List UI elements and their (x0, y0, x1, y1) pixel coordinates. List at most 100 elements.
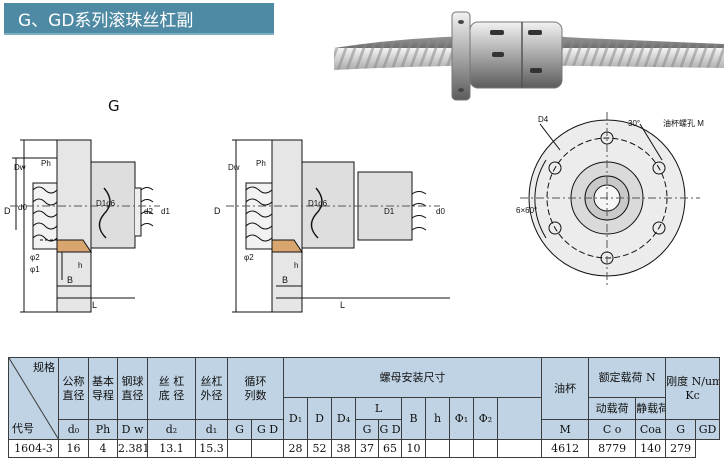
cell-d1: 15.3 (195, 439, 228, 458)
cell-ph: 4 (88, 439, 118, 458)
header-stiffness-line1: 刚度 N/um (666, 374, 720, 388)
header-kc-g: G (665, 419, 697, 440)
cell-oil-m (496, 439, 543, 458)
header-dw-sym: D w (117, 419, 148, 440)
label-d1g6: D1g6 (96, 199, 116, 208)
label-b-2: B (282, 275, 288, 285)
label-dw: Dw (14, 163, 26, 172)
section-label-g: G (108, 97, 120, 115)
header-circ-g: G (227, 419, 252, 440)
header-code: 代号 (12, 422, 34, 435)
label-dw-2: Dw (228, 163, 240, 172)
label-angle-30: 30° (628, 119, 640, 128)
header-d0-sym: d₀ (58, 419, 89, 440)
label-angle-6x60: 6×60° (516, 206, 537, 215)
label-d0-2: d0 (436, 207, 445, 216)
label-phi1: φ1 (30, 265, 40, 274)
header-d2-line1: 丝 杠 (158, 374, 185, 388)
cell-d0: 16 (58, 439, 89, 458)
header-circuits-line2: 列数 (244, 388, 267, 402)
header-stiffness-line2: Kc (685, 388, 700, 402)
header-dw-line1: 钢球 (121, 374, 144, 388)
header-corner: 规格 代号 (8, 357, 59, 440)
header-kc-gd: GD (695, 419, 720, 440)
header-d1-sym: d₁ (195, 419, 228, 440)
header-nut-d: D (307, 397, 332, 440)
header-d1-line1: 丝杠 (200, 374, 223, 388)
header-static-load: 静载荷 (635, 397, 667, 420)
cell-b: 10 (401, 439, 426, 458)
cell-co: 4612 (541, 439, 590, 458)
table-row: 1604-3 16 4 2.381 13.1 15.3 28 52 38 37 … (8, 439, 720, 458)
label-phi2-2: φ2 (244, 253, 254, 262)
header-d1: 丝杠外径 (195, 357, 228, 420)
header-d0-line2: 直径 (62, 388, 85, 402)
cell-coa: 8779 (588, 439, 637, 458)
header-ph-sym: Ph (88, 419, 118, 440)
header-nut-b: B (401, 397, 426, 440)
label-d-2: D (214, 206, 221, 216)
label-b: B (67, 275, 73, 285)
technical-drawings: Dw Ph D d0 D1g6 d2 d1 φ2 φ1 h B L Dw Ph … (4, 112, 704, 313)
cell-dw: 2.381 (117, 439, 148, 458)
label-d0: d0 (18, 203, 27, 212)
header-nut-spacer (496, 397, 543, 440)
header-nut-phi1: Φ₁ (449, 397, 474, 440)
cell-phi2 (473, 439, 498, 458)
header-d0: 公称直径 (58, 357, 89, 420)
label-h: h (78, 261, 82, 270)
cell-kc-gd: 279 (665, 439, 697, 458)
cell-circ-gd (251, 439, 284, 458)
label-d2: d2 (144, 207, 153, 216)
header-nut-phi2: Φ₂ (473, 397, 498, 440)
label-l: L (92, 300, 97, 310)
cell-kc-g: 140 (635, 439, 667, 458)
header-ph: 基本导程 (88, 357, 118, 420)
header-d2-sym: d₂ (147, 419, 196, 440)
cell-nut-d: 52 (307, 439, 332, 458)
product-photo (334, 11, 724, 101)
header-d2-line2: 底 径 (158, 388, 185, 402)
cell-l-gd: 65 (378, 439, 402, 458)
cell-nut-d1: 28 (283, 439, 308, 458)
header-oil-cup: 油杯 (541, 357, 590, 420)
label-ph-2: Ph (256, 159, 266, 168)
cell-l-g: 37 (355, 439, 379, 458)
header-l-gd: G D (378, 419, 402, 440)
label-d: D (4, 206, 11, 216)
header-d2: 丝 杠底 径 (147, 357, 196, 420)
header-circ-gd: G D (251, 419, 284, 440)
header-circuits: 循环列数 (227, 357, 284, 420)
label-h-2: h (294, 261, 298, 270)
label-l-2: L (340, 300, 345, 310)
label-d1-upper-2: D1 (384, 207, 395, 216)
spec-table: 规格 代号 公称直径 基本导程 钢球直径 丝 杠底 径 丝杠外径 循环列数 螺母… (8, 357, 720, 458)
label-ph: Ph (41, 159, 51, 168)
header-oil-m: M (541, 419, 590, 440)
header-l-g: G (355, 419, 379, 440)
page-title: G、GD系列滚珠丝杠副 (4, 3, 274, 35)
label-oil-hole: 油杯螺孔 M (663, 118, 704, 128)
cell-phi1 (449, 439, 474, 458)
header-dw: 钢球直径 (117, 357, 148, 420)
header-d0-line1: 公称 (62, 374, 85, 388)
cell-circ-g (227, 439, 252, 458)
header-nut-d4: D₄ (331, 397, 356, 440)
cell-code: 1604-3 (8, 439, 59, 458)
header-dw-line2: 直径 (121, 388, 144, 402)
cell-h (425, 439, 450, 458)
header-co: C o (588, 419, 637, 440)
label-d1: d1 (161, 207, 170, 216)
header-nut-d1: D₁ (283, 397, 308, 440)
header-circuits-line1: 循环 (244, 374, 267, 388)
label-d1g6-2: D1g6 (308, 199, 328, 208)
header-spec: 规格 (33, 361, 55, 374)
label-phi2: φ2 (30, 253, 40, 262)
header-nut-h: h (425, 397, 450, 440)
page-title-text: G、GD系列滚珠丝杠副 (18, 10, 194, 31)
header-rated-load: 额定载荷 N (588, 357, 667, 398)
header-ph-line2: 导程 (92, 388, 114, 402)
cell-nut-d4: 38 (331, 439, 356, 458)
header-coa: Coa (635, 419, 667, 440)
